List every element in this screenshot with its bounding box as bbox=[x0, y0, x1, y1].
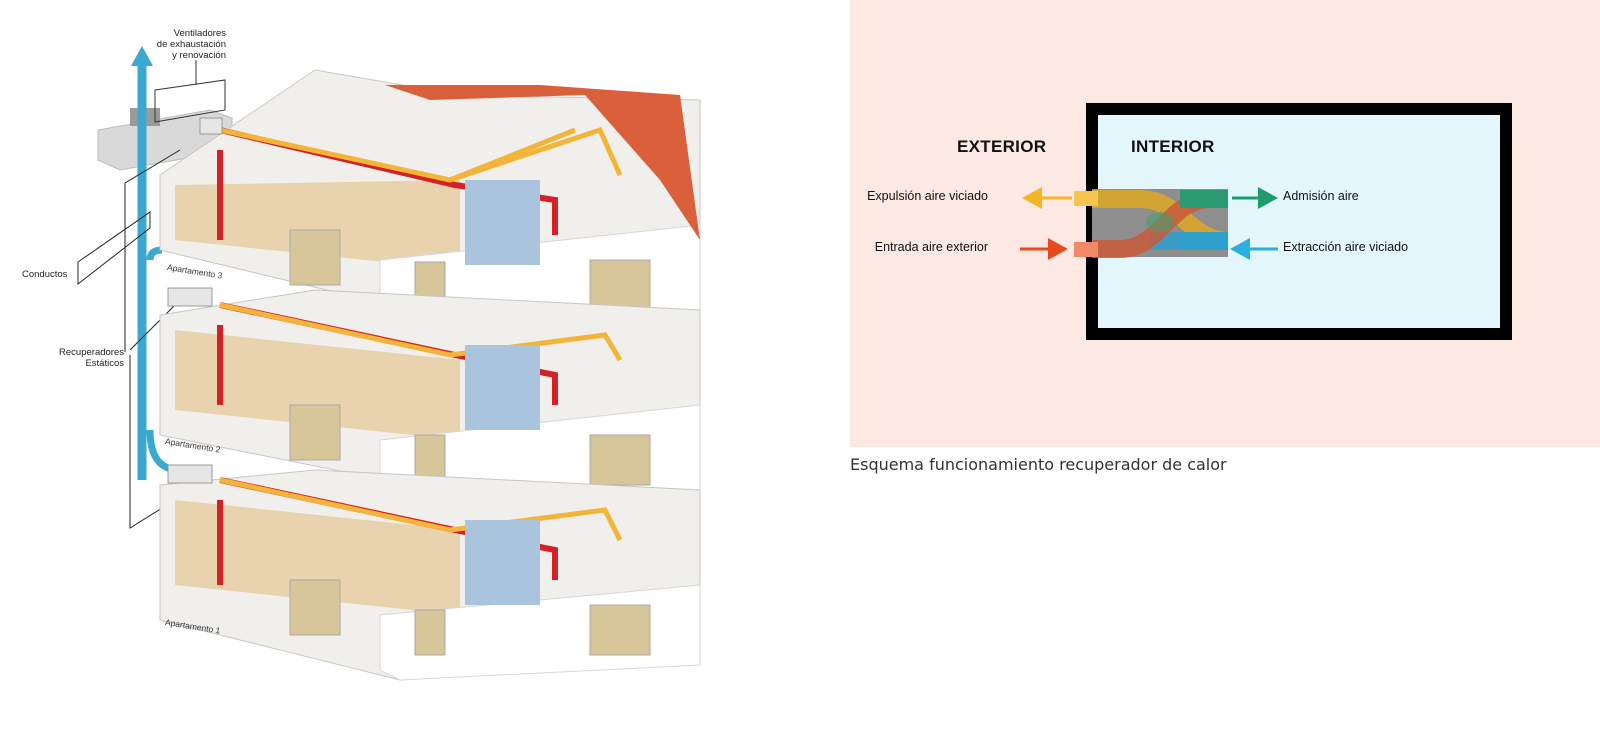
supply-arrow-icon bbox=[1258, 187, 1278, 209]
callout-ducts: Conductos bbox=[22, 269, 68, 280]
exhaust-out-label: Expulsión aire viciado bbox=[867, 189, 988, 203]
floor-3 bbox=[159, 69, 701, 323]
schematic-drawing bbox=[1020, 103, 1512, 340]
intake-port bbox=[1074, 242, 1098, 257]
interior-label: INTERIOR bbox=[1131, 137, 1215, 156]
floor-1 bbox=[159, 469, 701, 681]
callout-recuperators-line-1: Recuperadores bbox=[59, 347, 124, 358]
callout-recuperators-line-2: Estáticos bbox=[85, 358, 124, 369]
floor-2 bbox=[159, 289, 701, 496]
extract-arrow-icon bbox=[1230, 238, 1250, 260]
callout-fans: Ventiladores de exhaustación y renovació… bbox=[128, 28, 226, 61]
extract-label: Extracción aire viciado bbox=[1283, 240, 1409, 254]
fresh-arrow-icon bbox=[1048, 238, 1068, 260]
fresh-in-label: Entrada aire exterior bbox=[874, 240, 988, 254]
exhaust-port bbox=[1074, 191, 1098, 206]
callout-fans-line-2: de exhaustación bbox=[156, 39, 226, 50]
callout-fans-line-3: y renovación bbox=[172, 50, 226, 61]
callout-recuperators: Recuperadores Estáticos bbox=[30, 347, 124, 369]
building-drawing bbox=[77, 46, 701, 681]
recuperator-units bbox=[167, 117, 223, 484]
callout-fans-line-1: Ventiladores bbox=[173, 28, 226, 39]
building-illustration: Ventiladores de exhaustación y renovació… bbox=[0, 0, 780, 729]
figure-caption: Esquema funcionamiento recuperador de ca… bbox=[850, 455, 1227, 474]
exhaust-arrow-icon bbox=[1022, 187, 1042, 209]
heat-recovery-schematic: EXTERIOR INTERIOR Expulsión aire viciado… bbox=[850, 0, 1600, 447]
exterior-label: EXTERIOR bbox=[957, 137, 1047, 156]
supply-label: Admisión aire bbox=[1283, 189, 1359, 203]
